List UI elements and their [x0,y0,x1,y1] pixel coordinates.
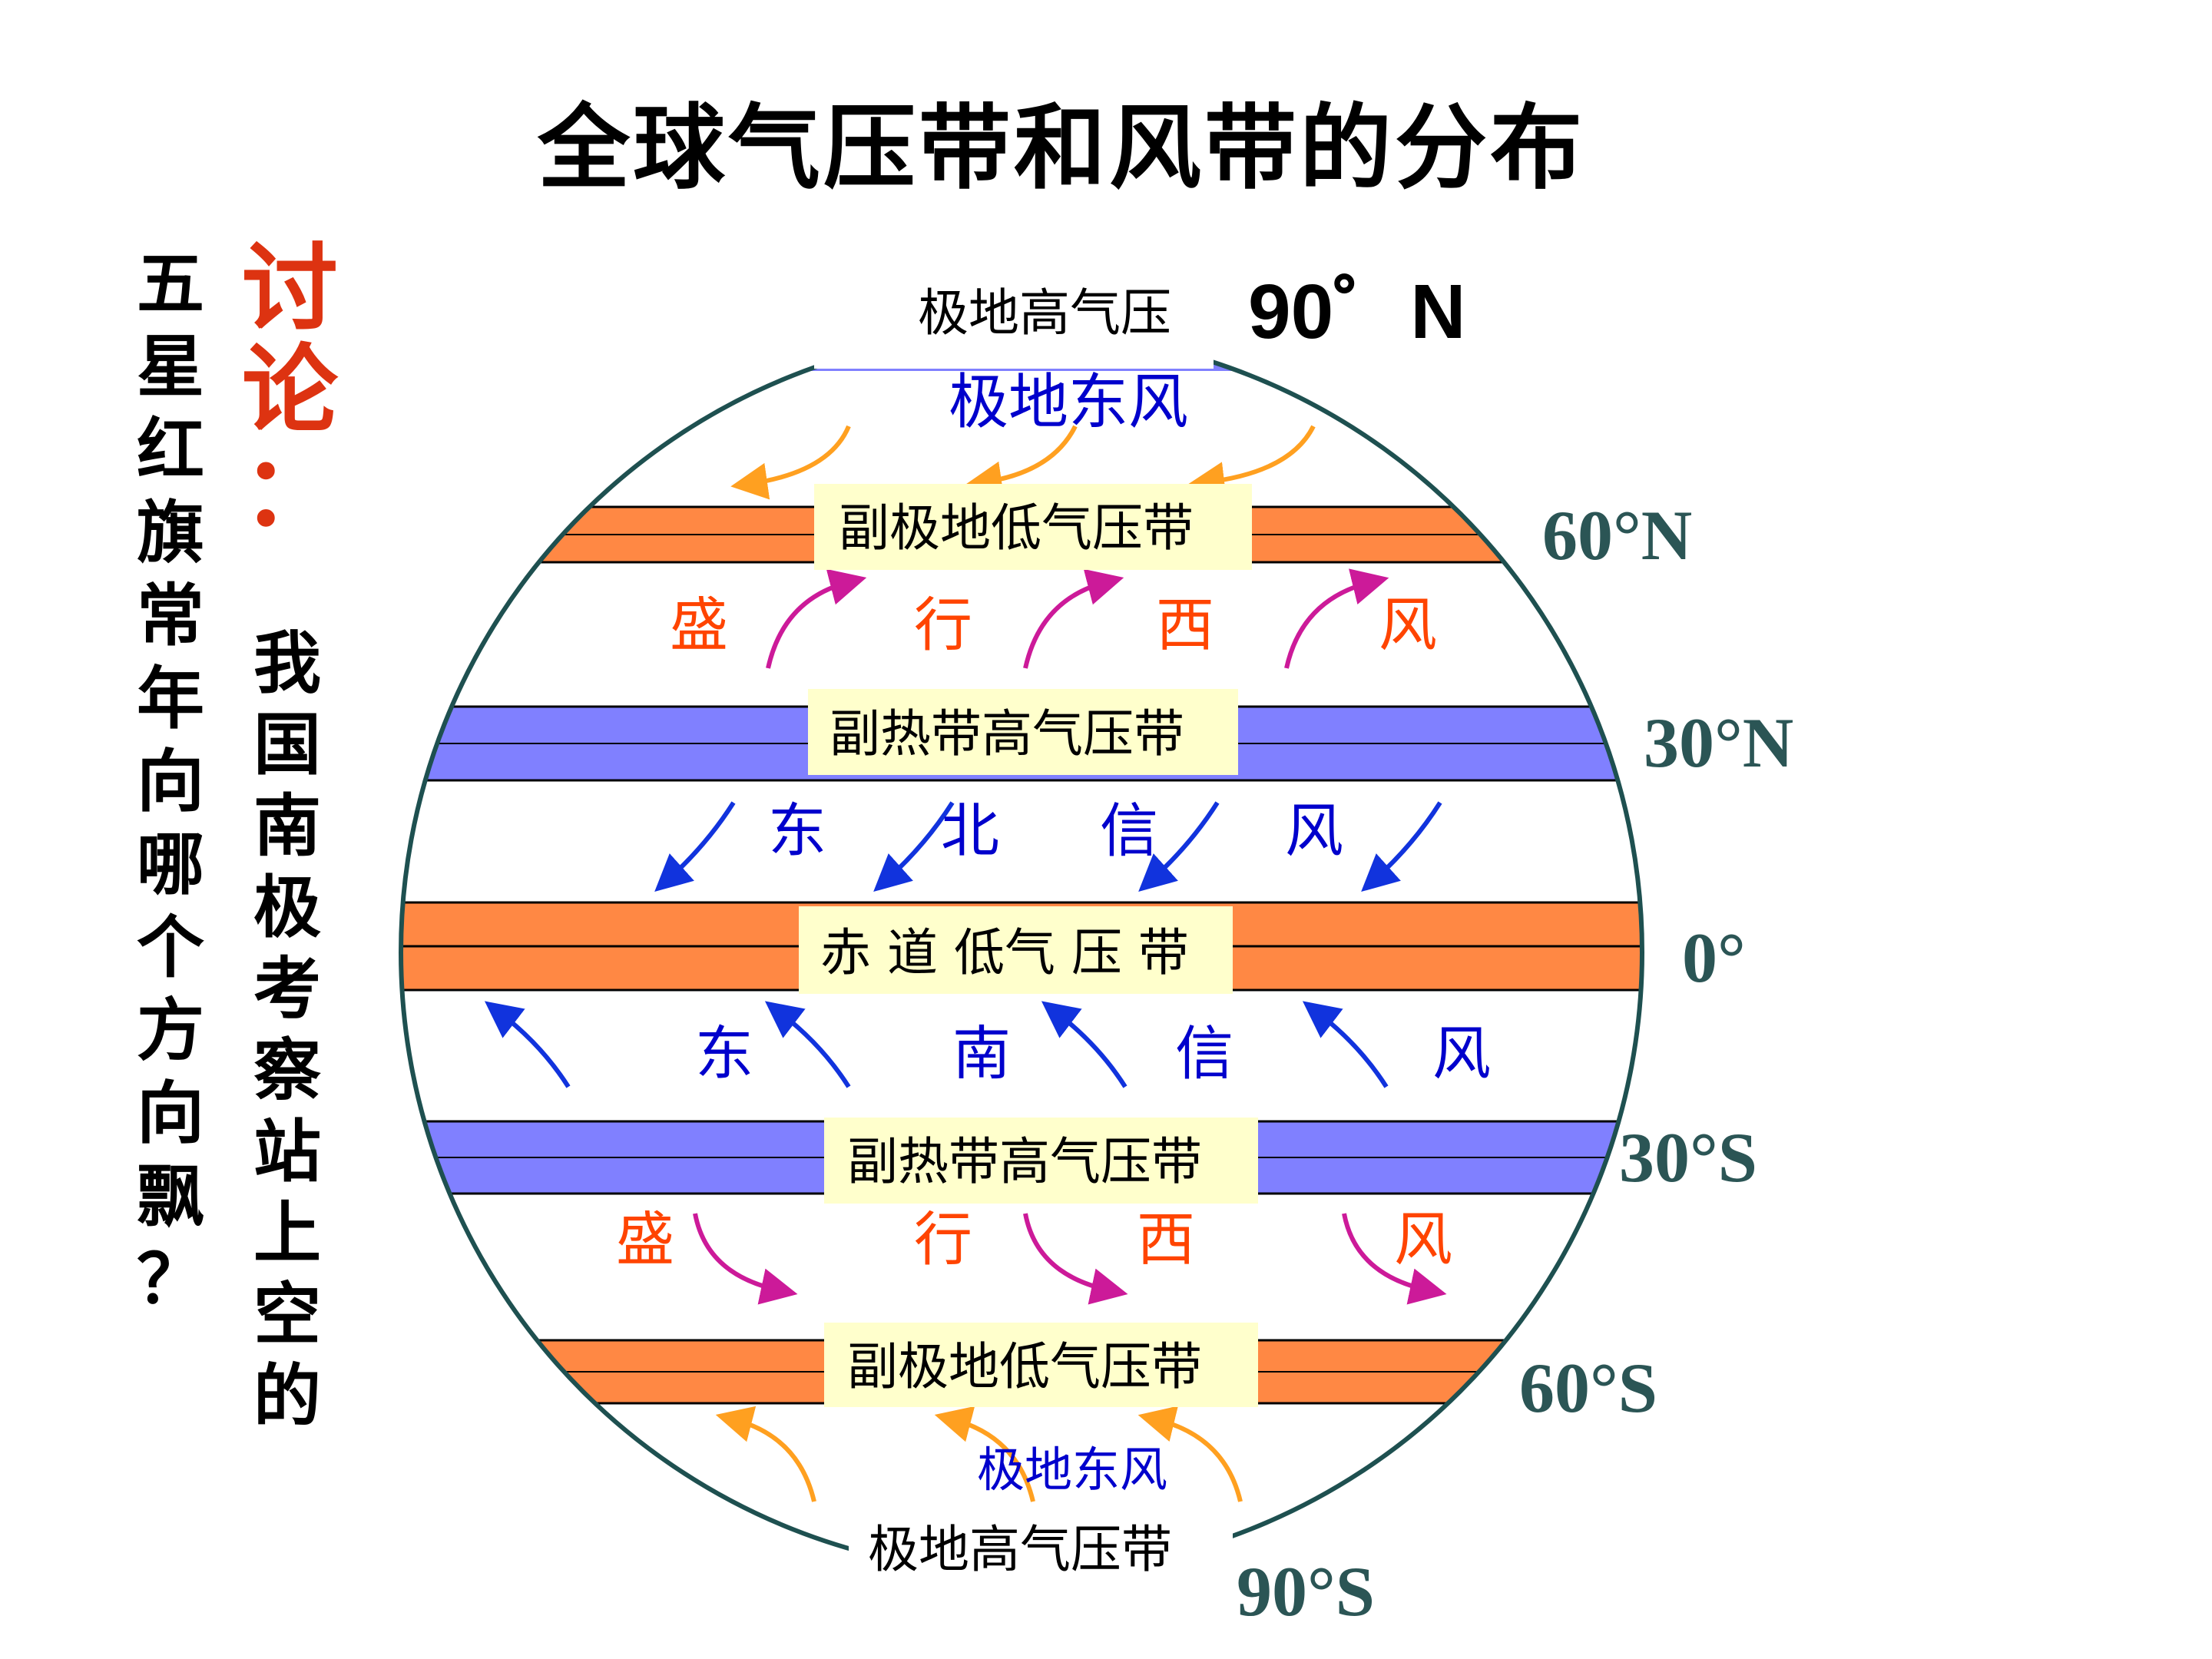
se-trades-char: 信 [1175,1019,1233,1088]
north-subtropical-high-label: 副热带高气压带 [830,704,1184,763]
south-polar-easterlies-label: 极地东风 [977,1442,1167,1498]
south-westerlies-char: 盛 [616,1205,674,1273]
trade-arrow [1361,801,1442,892]
polar-arrow [730,425,851,500]
question-column-2: 我 国 南 极 考 察 站 上 空 的 [253,622,321,1436]
question-char: 个 [137,907,205,987]
latitude-label-60n: 60°N [1542,496,1692,575]
discussion-char: 论 [242,334,338,446]
latitude-label-30s: 30°S [1619,1118,1757,1197]
trade-arrow [1302,1001,1389,1088]
trade-arrow [1138,801,1220,892]
south-westerlies-char: 西 [1137,1205,1195,1273]
north-polar-high-label: 极地高气压 [918,283,1171,343]
question-column-1: 五 星 红 旗 常 年 向 哪 个 方 向 飘 ？ [137,242,204,1320]
trade-arrow [1041,1001,1128,1088]
north-westerlies-char: 风 [1379,591,1437,659]
westerly-arrow [766,568,867,669]
label-box [814,292,1214,369]
question-char: 极 [253,867,322,947]
question-char: ？ [137,1239,205,1319]
question-char: 年 [137,658,205,738]
question-char: 飘 [137,1156,205,1236]
label-box [824,1323,1258,1407]
north-subpolar-low-label: 副极地低气压带 [839,498,1194,558]
question-char: 南 [253,786,322,866]
polar-arrow [934,1406,1035,1502]
question-char: 哪 [137,824,205,904]
south-westerly-arrows [693,1213,1447,1305]
north-polar-easterly-arrows [730,425,1316,500]
south-westerlies-char: 风 [1394,1205,1452,1273]
question-char: 红 [137,409,205,489]
question-char: 站 [253,1111,322,1191]
question-char: 国 [253,704,322,784]
se-trade-arrows [484,1001,1389,1088]
trade-arrow [764,1001,851,1088]
label-box [824,1118,1258,1204]
ne-trades-char: 北 [941,796,999,865]
discussion-char: 讨 [242,233,338,345]
ne-trades-char: 东 [768,796,826,865]
ne-trades-char: 风 [1285,796,1343,865]
latitude-label-eq: 0° [1682,919,1746,997]
question-char: 考 [253,949,322,1028]
question-char: 五 [137,243,205,323]
latitude-label-90s: 90°S [1237,1552,1375,1631]
question-char: 向 [137,741,205,821]
equatorial-low-label: 赤 道 低气 压 带 [820,923,1189,982]
ne-trade-arrows [654,801,1442,892]
question-char: 我 [253,623,322,703]
westerly-arrow [1023,568,1124,669]
discussion-char: ： [242,435,338,548]
question-char: 的 [253,1356,322,1435]
north-westerlies-char: 西 [1156,591,1214,659]
se-trades-char: 风 [1432,1019,1491,1088]
label-box [814,484,1252,570]
westerly-arrow [1342,1213,1447,1305]
westerly-arrow [693,1213,798,1305]
north-polar-easterlies-label: 极地东风 [949,368,1188,437]
ne-trades-char: 信 [1100,796,1158,865]
south-polar-high-label: 极地高气压带 [868,1520,1172,1579]
label-box [808,689,1238,775]
polar-arrow [965,425,1078,498]
page-title: 全球气压带和风带的分布 [538,94,1585,202]
question-char: 察 [253,1030,322,1110]
westerly-arrow [1023,1213,1128,1305]
south-subtropical-high-label: 副热带高气压带 [847,1132,1202,1191]
se-trades-char: 南 [952,1019,1011,1088]
trade-arrow [484,1001,571,1088]
latitude-label-30n: 30°N [1644,704,1793,782]
question-char: 上 [253,1193,322,1273]
question-char: 旗 [137,492,205,572]
question-char: 星 [137,326,205,406]
question-char: 向 [137,1073,205,1153]
latitude-label-60s: 60°S [1519,1349,1657,1427]
south-westerlies-char: 行 [914,1205,972,1273]
latitude-label-90n: 90゜N [1248,269,1465,355]
polar-arrow [1137,1406,1243,1502]
south-polar-easterly-arrows [715,1406,1243,1502]
question-char: 常 [137,575,205,655]
se-trades-char: 东 [695,1019,753,1088]
question-char: 方 [137,990,205,1070]
north-westerlies-char: 行 [914,591,972,659]
north-westerly-arrows [766,568,1389,669]
polar-arrow [1187,425,1316,499]
south-subpolar-low-label: 副极地低气压带 [847,1337,1202,1396]
question-char: 空 [253,1274,322,1354]
label-box [849,1512,1233,1590]
westerly-arrow [1284,568,1389,669]
polar-arrow [715,1406,816,1502]
north-westerlies-char: 盛 [670,591,728,659]
trade-arrow [873,801,955,892]
discussion-label: 讨 论 ： [242,238,338,542]
trade-arrow [654,801,736,892]
label-box [799,906,1233,994]
